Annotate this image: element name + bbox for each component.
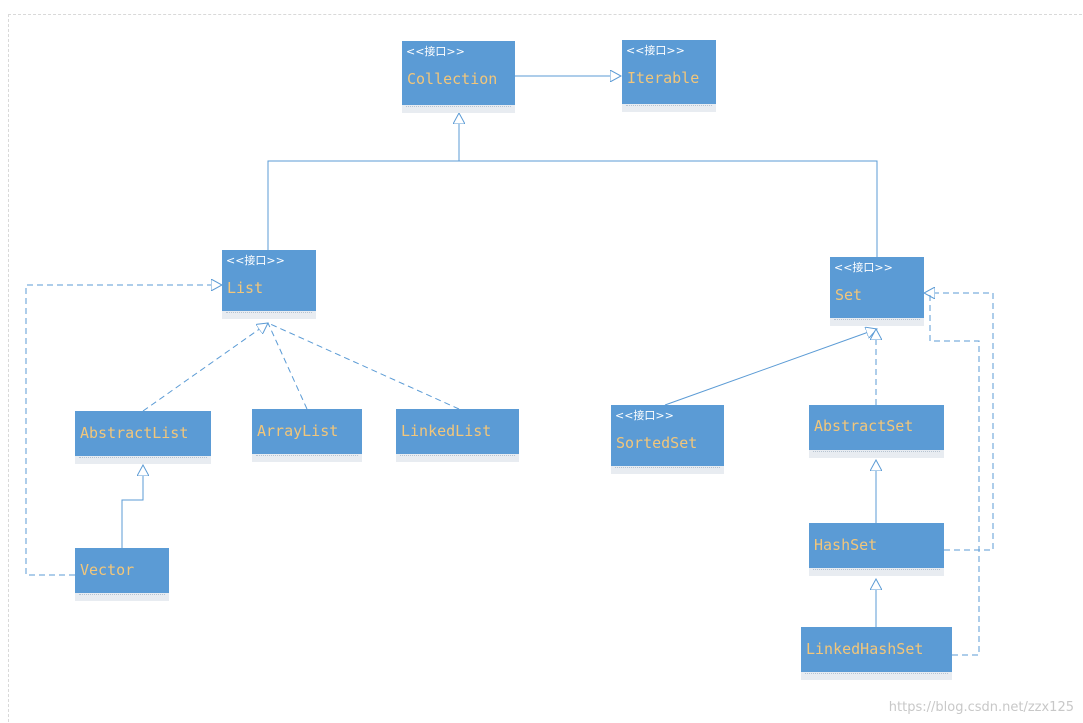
set-node: <<接口>> Set xyxy=(830,257,924,326)
linkedlist-node: LinkedList xyxy=(396,409,519,462)
class-name: Set xyxy=(835,286,863,304)
vector-node: Vector xyxy=(75,548,169,601)
class-name: HashSet xyxy=(814,536,878,554)
class-name: Vector xyxy=(80,561,135,579)
stereotype-label: <<接口>> xyxy=(615,409,674,422)
edge-set-collection xyxy=(459,160,878,257)
stereotype-label: <<接口>> xyxy=(834,261,893,274)
attributes-compartment xyxy=(402,105,515,113)
edge-linkedlist-list xyxy=(267,322,460,410)
attributes-compartment xyxy=(252,454,362,462)
class-name: ArrayList xyxy=(257,422,339,440)
attributes-compartment xyxy=(809,568,944,576)
stereotype-label: <<接口>> xyxy=(226,254,285,267)
attributes-compartment xyxy=(622,104,716,112)
canvas-border xyxy=(8,14,1082,722)
stereotype-label: <<接口>> xyxy=(626,44,685,57)
list-node: <<接口>> List xyxy=(222,250,316,319)
attributes-compartment xyxy=(75,456,211,464)
edge-linkedhashset-set xyxy=(929,293,980,656)
class-name: AbstractSet xyxy=(814,417,914,435)
attributes-compartment xyxy=(611,466,724,474)
arraylist-node: ArrayList xyxy=(252,409,362,462)
sortedset-node: <<接口>> SortedSet xyxy=(611,405,724,474)
edge-vector-list xyxy=(25,285,222,576)
class-name: LinkedList xyxy=(401,422,492,440)
class-name: LinkedHashSet xyxy=(806,640,924,658)
attributes-compartment xyxy=(75,593,169,601)
class-name: Collection xyxy=(407,70,498,88)
collection-node: <<接口>> Collection xyxy=(402,41,515,113)
edge-vector-abstractlist xyxy=(121,465,143,548)
edge-abstractlist-list xyxy=(142,323,268,412)
edge-hashset-set xyxy=(924,293,994,551)
attributes-compartment xyxy=(396,454,519,462)
class-name: AbstractList xyxy=(80,424,189,442)
class-name: List xyxy=(227,279,264,297)
hashset-node: HashSet xyxy=(809,523,944,576)
attributes-compartment xyxy=(801,672,952,680)
edge-sortedset-set xyxy=(664,329,877,406)
stereotype-label: <<接口>> xyxy=(406,45,465,58)
edge-arraylist-list xyxy=(267,322,308,410)
class-name: SortedSet xyxy=(616,434,698,452)
attributes-compartment xyxy=(830,318,924,326)
edge-list-collection xyxy=(267,113,459,250)
class-name: Iterable xyxy=(627,69,700,87)
attributes-compartment xyxy=(809,450,944,458)
abstractlist-node: AbstractList xyxy=(75,411,211,464)
linkedhashset-node: LinkedHashSet xyxy=(801,627,952,680)
abstractset-node: AbstractSet xyxy=(809,405,944,458)
iterable-node: <<接口>> Iterable xyxy=(622,40,716,112)
attributes-compartment xyxy=(222,311,316,319)
watermark-text: https://blog.csdn.net/zzx125 xyxy=(888,700,1074,715)
